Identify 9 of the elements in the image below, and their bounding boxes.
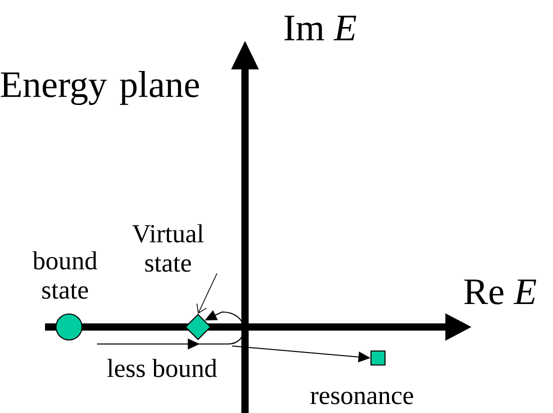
axis-label: Im E [284, 16, 356, 40]
state-label: resonance [310, 392, 414, 404]
title: Energy plane [0, 71, 199, 105]
axis-label: Re E [464, 280, 536, 304]
edge-label: less bound [105, 358, 219, 378]
state-label: bound state [32, 251, 98, 299]
state-square [370, 350, 386, 366]
text-label: Virtual state [132, 224, 204, 272]
state-circle [55, 313, 83, 341]
